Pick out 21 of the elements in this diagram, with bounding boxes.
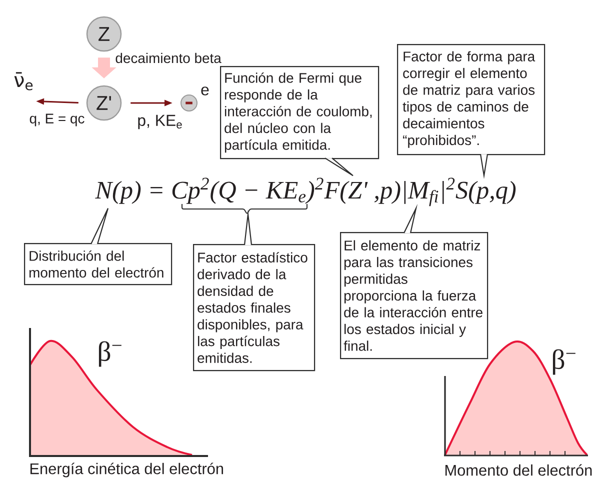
callout-box: El elemento de matriz para las transiciones permitidas proporciona la fuerza de la interacción entre los estados inicial y final.	[340, 232, 488, 360]
callout-box: Factor de forma para corregir el elemento de matriz para varios tipos de caminos de decaimientos “prohibidos”.	[397, 44, 546, 156]
formula: N(p) = Cp$^{2}$(Q − KE$_{e}$)$^{2}$F(Z' ,p)|M$_{fi}$|$^{2}$S(p,q)	[95, 178, 516, 206]
axis-title: Energía cinética del electrón	[30, 462, 224, 478]
callout-pointer	[90, 208, 109, 245]
callout-box: Factor estadístico derivado de la densidad de estados finales disponibles, para las partículas emitidas.	[193, 244, 316, 372]
edge-label: decaimiento beta	[114, 52, 222, 64]
antineutrino-symbol: ν̄$_{e}$	[14, 72, 33, 90]
callout-pointer	[244, 209, 252, 246]
beta-minus-label: β$^{−}$	[552, 349, 576, 375]
edge-label: p, KE$_{e}$	[136, 114, 184, 130]
callout-pointer	[480, 154, 488, 180]
callout-box: Función de Fermi que responde de la interacción de coulomb, del núcleo con la partícula emitida.	[220, 66, 380, 160]
beta-minus-label: β$^{−}$	[98, 341, 122, 367]
particle-label: e	[201, 86, 209, 96]
edge-label: q, E = qc	[28, 112, 86, 128]
callout-pointer	[324, 158, 354, 176]
axis-title: Momento del electrón	[445, 464, 592, 476]
callout-box: Distribución del momento del electrón	[24, 243, 172, 286]
callout-pointer	[403, 204, 418, 234]
brace	[182, 204, 308, 214]
